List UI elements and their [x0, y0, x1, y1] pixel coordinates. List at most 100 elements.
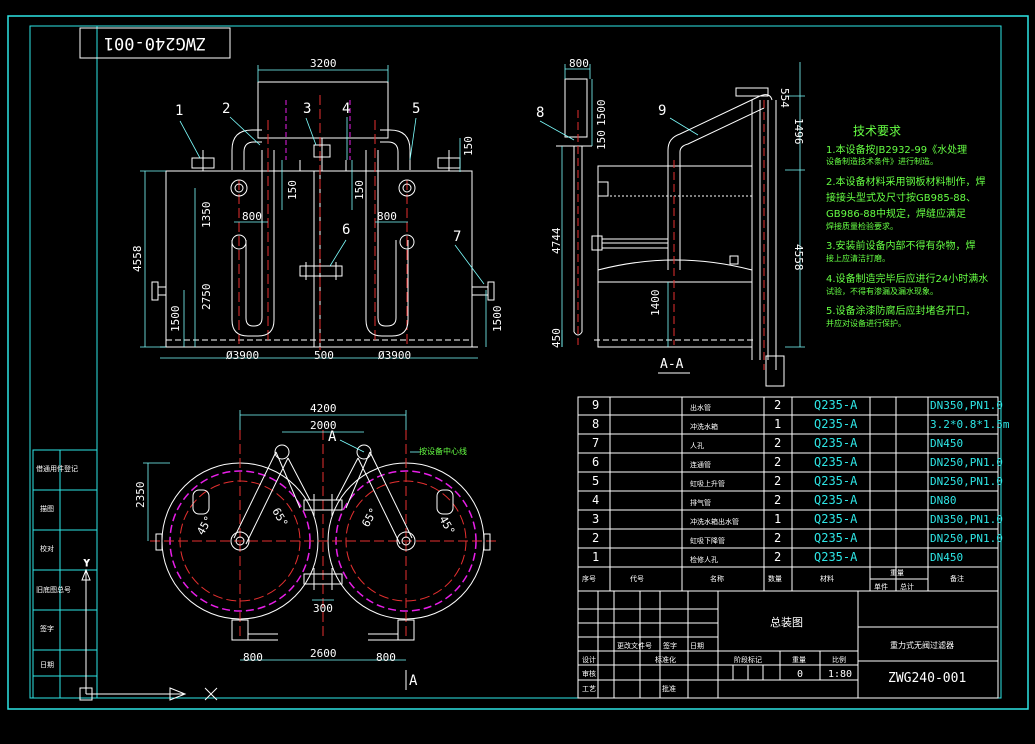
- front-dim-0: 3200: [310, 57, 337, 70]
- bom-row-material: Q235-A: [814, 531, 858, 545]
- bom-row-no: 1: [592, 550, 600, 564]
- callout-8: 8: [536, 105, 545, 121]
- bom-row-qty: 1: [774, 417, 782, 431]
- bom-row-material: Q235-A: [814, 493, 858, 507]
- bom-row-note: DN450: [930, 437, 964, 450]
- bom-row-qty: 1: [774, 512, 782, 526]
- tech-item-5: 焊接质量检验要求。: [826, 222, 898, 231]
- plan-dim-7: 300: [313, 602, 333, 615]
- side-dim-3: 554: [778, 88, 791, 108]
- side-dim-7: 1400: [649, 289, 662, 317]
- side-section: [539, 62, 805, 387]
- tech-item-0: 1.本设备按JB2932-99《水处理: [826, 145, 968, 156]
- section-label: A-A: [660, 357, 684, 372]
- bom-row-note: DN450: [930, 551, 964, 564]
- plan-dim-1: 2000: [310, 419, 337, 432]
- tech-item-10: 5.设备涂漆防腐后应封堵各开口，: [826, 306, 976, 317]
- front-elevation: [140, 65, 495, 359]
- front-dim-8: 150: [286, 180, 299, 200]
- product-name: 重力式无阀过滤器: [890, 641, 954, 650]
- callout-5: 5: [412, 101, 421, 117]
- left-label-3: 旧底图总号: [36, 586, 71, 594]
- bom-row-material: Q235-A: [814, 512, 858, 526]
- bom-row-material: Q235-A: [814, 455, 858, 469]
- tb-standardization: 标准化: [655, 656, 676, 664]
- bom-row-material: Q235-A: [814, 417, 858, 431]
- bom-row-note: DN250,PN1.0: [930, 456, 1003, 469]
- side-dim-8: 450: [550, 328, 563, 348]
- bom-row-no: 9: [592, 398, 600, 412]
- stage-label: 阶段标记: [734, 656, 762, 664]
- callout-1: 1: [175, 103, 184, 119]
- plan-dim-0: 4200: [310, 402, 337, 415]
- front-dim-6: 4558: [131, 245, 144, 273]
- bom-row-name: 冲洗水箱: [690, 423, 718, 431]
- callout-7: 7: [453, 229, 462, 245]
- left-label-column: [32, 449, 98, 699]
- drawing-name: 总装图: [770, 616, 803, 629]
- cut-mark-top: A: [328, 429, 337, 445]
- plan-note: 按设备中心线: [419, 447, 467, 456]
- left-label-0: 借通用件登记: [36, 465, 78, 473]
- tech-item-6: 3.安装前设备内部不得有杂物，焊: [826, 241, 976, 252]
- ucs-icon: Y: [79, 559, 218, 701]
- front-dim-3: 1350: [200, 201, 213, 229]
- bom-row-no: 8: [592, 417, 600, 431]
- side-dim-6: 4558: [792, 244, 805, 271]
- left-label-2: 校对: [40, 545, 54, 553]
- tech-item-9: 试验，不得有渗漏及漏水现象。: [826, 287, 938, 296]
- bom-row-qty: 2: [774, 474, 782, 488]
- front-dim-1: 800: [242, 210, 262, 223]
- drawing-number-flipped: ZWG240-001: [103, 33, 207, 53]
- tb-craft: 工艺: [582, 685, 596, 693]
- bom-header-qty: 数量: [768, 575, 782, 583]
- callout-3: 3: [303, 101, 312, 117]
- weight-label: 重量: [792, 656, 806, 664]
- drawing-number: ZWG240-001: [888, 671, 967, 686]
- tech-item-2: 2.本设备材料采用钢板材料制作，焊: [826, 177, 986, 188]
- bom-row-qty: 2: [774, 398, 782, 412]
- bom-row-no: 5: [592, 474, 600, 488]
- callout-6: 6: [342, 222, 351, 238]
- bom-row-no: 4: [592, 493, 600, 507]
- tb-check: 审核: [582, 670, 596, 678]
- tech-item-4: GB986-88中规定，焊缝应满足: [826, 209, 967, 220]
- cut-mark-bottom: A: [409, 673, 418, 689]
- bom-row-qty: 2: [774, 531, 782, 545]
- tech-heading: 技术要求: [853, 124, 902, 138]
- bom-row-name: 连通管: [690, 461, 711, 469]
- title-block-grid: [577, 590, 999, 699]
- tb-design: 设计: [582, 656, 596, 664]
- front-dim-7: 1500: [491, 305, 504, 333]
- bom-header-unit: 单件: [874, 583, 888, 591]
- bom-row-qty: 2: [774, 436, 782, 450]
- callout-2: 2: [222, 101, 231, 117]
- svg-text:Y: Y: [84, 559, 90, 569]
- bom-row-no: 2: [592, 531, 600, 545]
- bom-row-qty: 2: [774, 455, 782, 469]
- front-dim-9: 150: [462, 136, 475, 156]
- side-dim-1: 1500: [595, 99, 608, 127]
- front-dim-12: 500: [314, 349, 334, 362]
- front-dim-2: 800: [377, 210, 397, 223]
- tb-file-no: 更改文件号: [617, 642, 652, 650]
- bom-row-qty: 2: [774, 493, 782, 507]
- front-dim-13: Ø3900: [378, 349, 412, 362]
- bom-header-name: 名称: [710, 575, 724, 583]
- bom-row-note: DN350,PN1.0: [930, 399, 1003, 412]
- bom-header-code: 代号: [630, 575, 644, 583]
- left-label-5: 日期: [40, 661, 54, 669]
- side-dim-0: 800: [569, 57, 589, 70]
- plan-dim-2: 2350: [134, 481, 147, 509]
- tb-signature: 签字: [663, 642, 677, 650]
- bom-row-no: 6: [592, 455, 600, 469]
- bom-row-no: 3: [592, 512, 600, 526]
- front-dim-5: 1500: [169, 305, 182, 333]
- tech-item-3: 接接头型式及尺寸按GB985-88、: [826, 193, 977, 204]
- bom-row-name: 虹吸下降管: [690, 537, 725, 545]
- bom-row-note: 3.2*0.8*1.5m: [930, 418, 1010, 431]
- tech-item-11: 并应对设备进行保护。: [826, 319, 906, 328]
- sheet-count: 0: [797, 669, 804, 680]
- plan-dim-8: 800: [243, 651, 263, 664]
